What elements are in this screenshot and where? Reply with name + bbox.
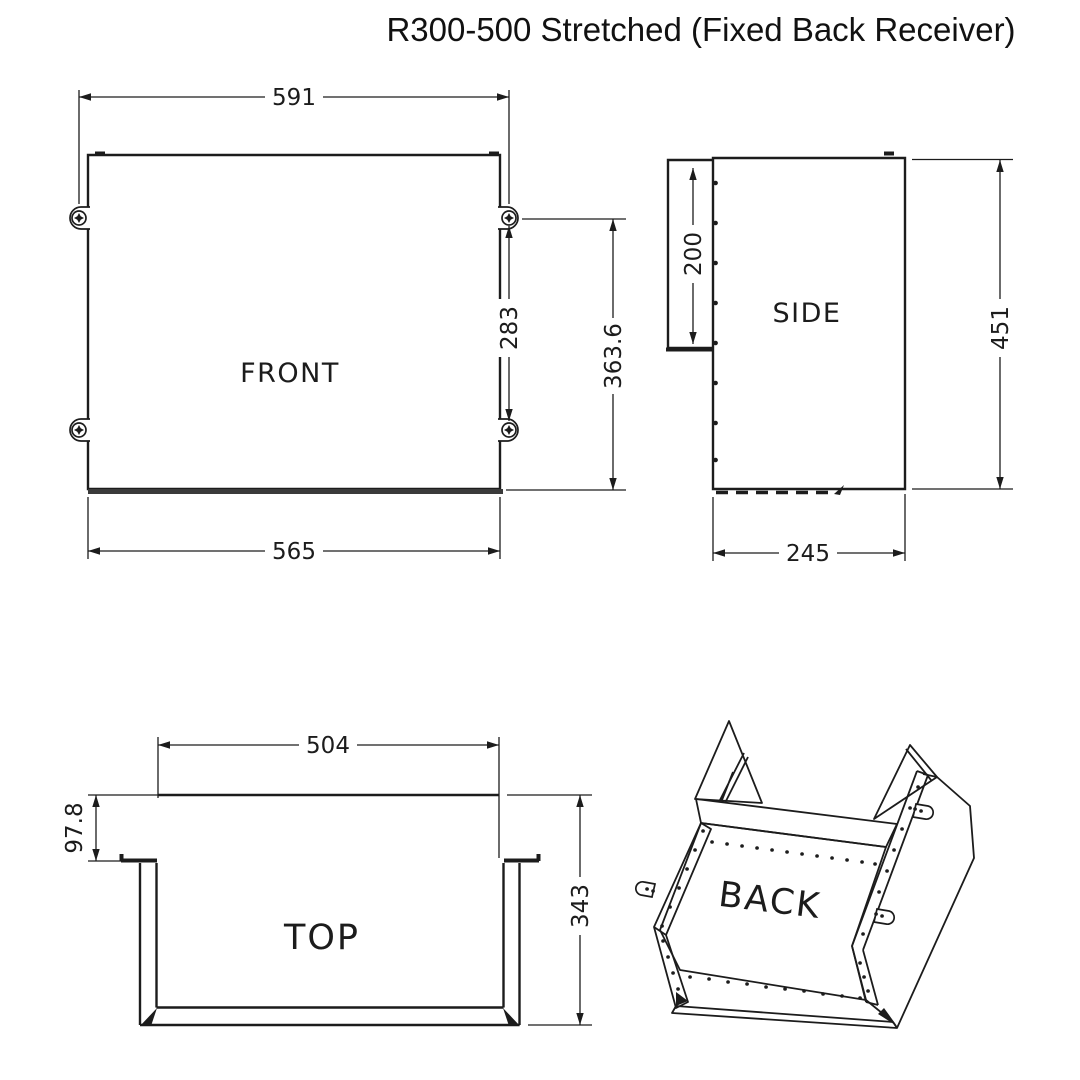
side-view-label: SIDE bbox=[773, 298, 842, 329]
back-top-band bbox=[695, 798, 898, 848]
dim-top-depth-bg bbox=[569, 877, 591, 935]
front-dim-base-width: 565 bbox=[272, 539, 316, 565]
top-dim-opening-width: 504 bbox=[306, 733, 350, 759]
back-view: BACK bbox=[635, 720, 975, 1029]
side-dim-height: 451 bbox=[988, 306, 1014, 350]
top-view-label: TOP bbox=[283, 918, 360, 958]
side-dim-arrows bbox=[689, 160, 1004, 557]
front-dim-overall-width: 591 bbox=[272, 85, 316, 111]
dim-overall-width-bg bbox=[265, 85, 323, 109]
dim-side-depth-bg bbox=[779, 541, 837, 565]
front-view: 591 565 283 363.6 FRONT bbox=[69, 85, 627, 565]
top-walls bbox=[138, 863, 521, 1027]
side-bottom-tick bbox=[834, 485, 844, 495]
side-outline bbox=[711, 156, 907, 491]
front-view-label: FRONT bbox=[240, 358, 340, 389]
side-dim-lines bbox=[692, 158, 1013, 561]
top-left-flange bbox=[119, 854, 157, 863]
side-dim-plate-height: 200 bbox=[681, 232, 707, 276]
front-outline bbox=[86, 153, 502, 491]
back-lug-right-bottom bbox=[872, 908, 895, 925]
dim-plate-height-bg bbox=[682, 225, 704, 283]
drawing-title: R300-500 Stretched (Fixed Back Receiver) bbox=[386, 11, 1016, 48]
back-lug-right-top-holes bbox=[913, 807, 923, 813]
back-rivets-top bbox=[710, 840, 877, 866]
side-view: 200 451 245 SIDE bbox=[666, 151, 1014, 567]
back-lug-left-holes bbox=[645, 887, 655, 893]
front-dim-arrows bbox=[79, 93, 617, 555]
top-right-flange bbox=[504, 854, 541, 863]
side-dim-depth: 245 bbox=[786, 541, 830, 567]
dim-opening-width-bg bbox=[299, 733, 357, 757]
back-rivets-left bbox=[660, 829, 705, 991]
back-view-label: BACK bbox=[716, 875, 823, 927]
front-lug-crosshairs bbox=[71, 210, 517, 438]
back-left-wing bbox=[694, 720, 763, 804]
back-lug-right-top bbox=[911, 803, 934, 820]
back-rivets-right bbox=[858, 785, 920, 993]
back-right-strip bbox=[851, 770, 929, 1006]
dim-base-width-bg bbox=[265, 539, 323, 563]
front-dim-lug-spacing: 283 bbox=[497, 306, 523, 350]
top-dim-lines bbox=[88, 737, 592, 1026]
top-dim-arrows bbox=[92, 741, 584, 1025]
dim-lug-spacing-bg bbox=[498, 299, 520, 357]
top-dim-depth: 343 bbox=[568, 884, 594, 928]
top-view: 504 97.8 343 TOP bbox=[62, 733, 594, 1027]
top-corner-wedges bbox=[140, 1008, 520, 1026]
back-lug-right-bottom-holes bbox=[874, 912, 884, 918]
top-dim-back-offset: 97.8 bbox=[62, 802, 88, 853]
back-left-strip bbox=[653, 822, 712, 1009]
dim-side-height-bg bbox=[989, 299, 1011, 357]
front-dim-height: 363.6 bbox=[601, 323, 627, 389]
back-rivets-bottom bbox=[688, 975, 862, 1000]
dim-height-bg bbox=[602, 318, 624, 394]
